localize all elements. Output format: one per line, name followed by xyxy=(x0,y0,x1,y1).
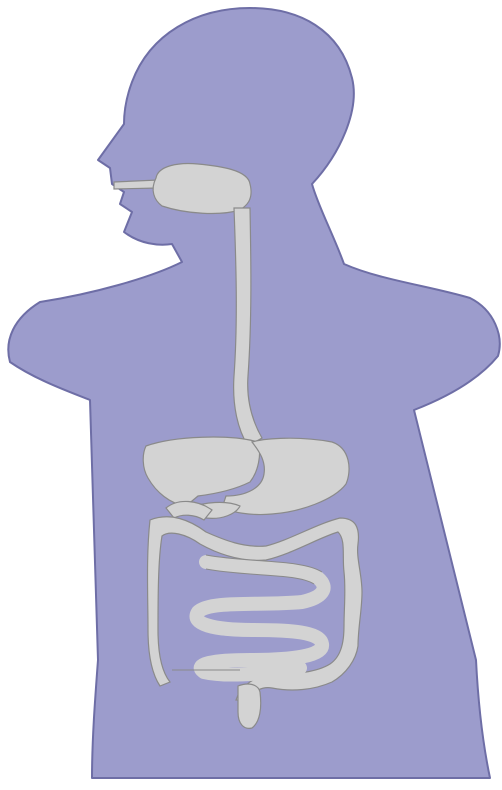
pharynx xyxy=(153,164,251,214)
mouth xyxy=(114,180,158,189)
rectum xyxy=(238,684,261,728)
